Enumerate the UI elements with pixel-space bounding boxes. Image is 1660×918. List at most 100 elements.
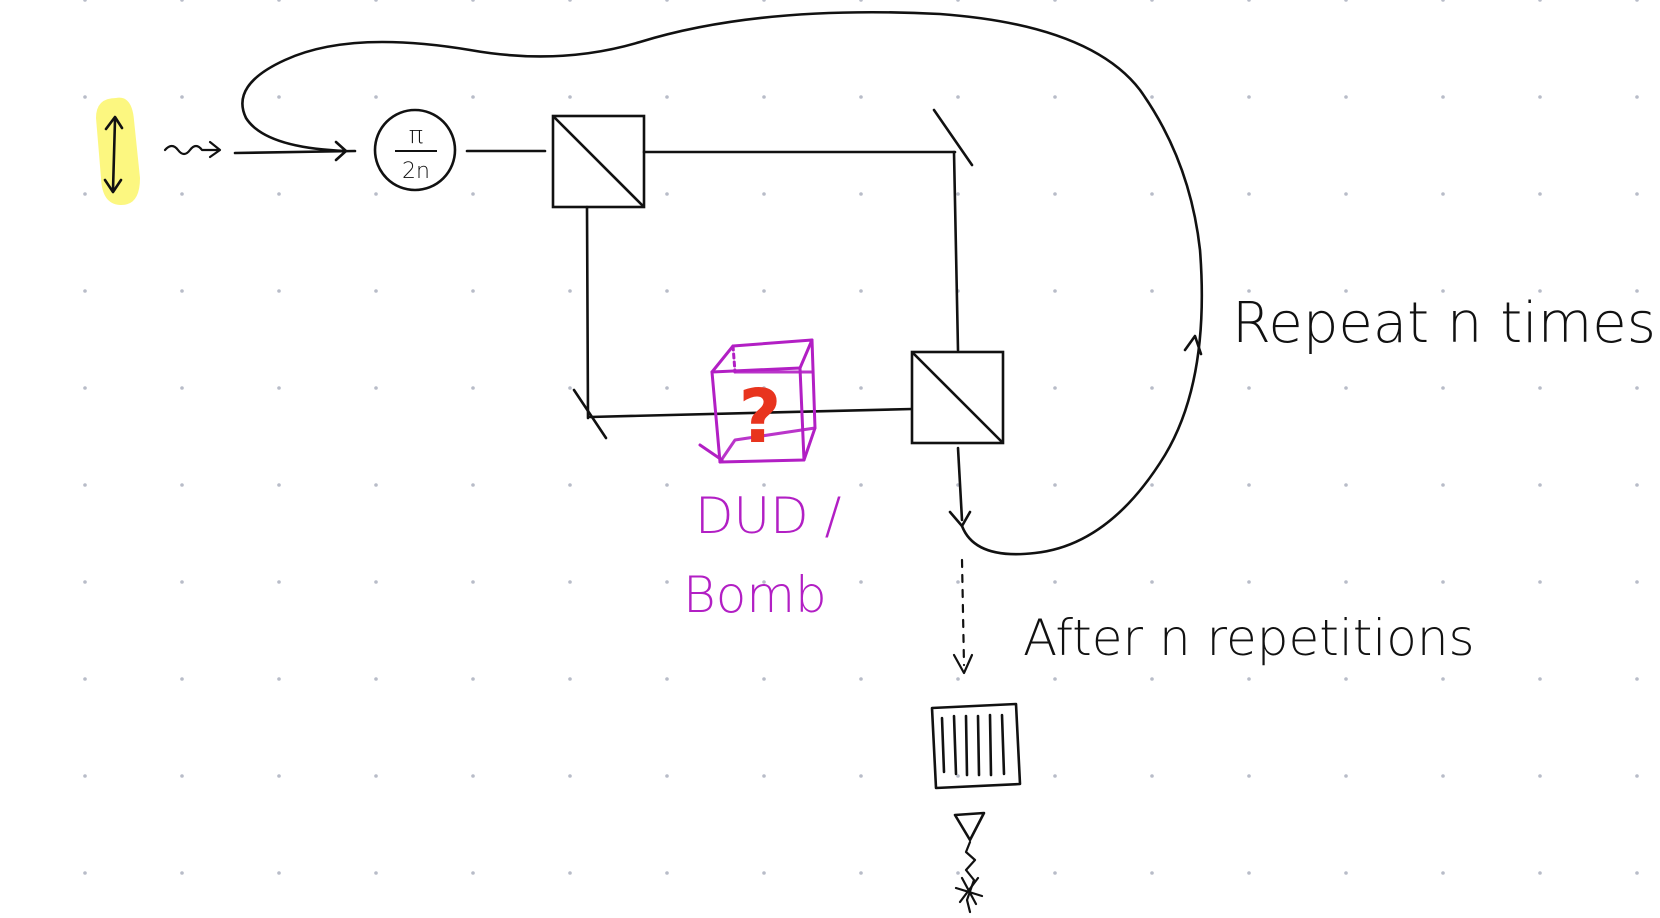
grid-dot — [1441, 95, 1445, 99]
grid-dot — [568, 386, 572, 390]
grid-dot — [956, 0, 960, 2]
grid-dot — [1538, 386, 1542, 390]
grid-dot — [1053, 0, 1057, 2]
grid-dot — [471, 580, 475, 584]
grid-dot — [1441, 483, 1445, 487]
grid-dot — [1150, 483, 1154, 487]
grid-dot — [471, 774, 475, 778]
grid-dot — [1538, 580, 1542, 584]
grid-dot — [1441, 289, 1445, 293]
grid-dot — [1053, 677, 1057, 681]
right-arm-beam — [952, 150, 960, 352]
grid-dot — [859, 192, 863, 196]
grid-dot — [180, 95, 184, 99]
grid-dot — [1344, 289, 1348, 293]
feedback-loop — [241, 10, 1204, 556]
grid-dot — [180, 483, 184, 487]
grid-dot — [568, 677, 572, 681]
grid-dot — [956, 677, 960, 681]
grid-dot — [859, 0, 863, 2]
grid-dot — [665, 95, 669, 99]
grid-dot — [1150, 192, 1154, 196]
grid-dot — [374, 677, 378, 681]
phase-shifter-denominator: 2n — [402, 159, 430, 184]
grid-dot — [1635, 0, 1639, 2]
grid-dot — [1150, 0, 1154, 2]
grid-dot — [859, 580, 863, 584]
grid-dot — [1441, 677, 1445, 681]
grid-dot — [1635, 871, 1639, 875]
grid-dot — [568, 289, 572, 293]
grid-dot — [1635, 289, 1639, 293]
grid-dot — [180, 192, 184, 196]
grid-dot — [471, 289, 475, 293]
grid-dot — [180, 774, 184, 778]
grid-dot — [665, 677, 669, 681]
grid-dot — [277, 871, 281, 875]
grid-dot — [1538, 0, 1542, 2]
grid-dot — [762, 677, 766, 681]
grid-dot — [277, 95, 281, 99]
grid-dot — [1053, 95, 1057, 99]
grid-dot — [762, 0, 766, 2]
dud-label: DUD / — [695, 487, 841, 545]
grid-dot — [1441, 192, 1445, 196]
grid-dot — [1344, 386, 1348, 390]
grid-dot — [665, 192, 669, 196]
beam-splitter-1 — [551, 114, 646, 209]
grid-dot — [1538, 95, 1542, 99]
photon-squiggle-icon — [163, 140, 222, 159]
grid-dot — [277, 580, 281, 584]
output-beam — [956, 446, 964, 522]
grid-dot — [1441, 871, 1445, 875]
grid-dot — [762, 95, 766, 99]
grid-dot — [1247, 95, 1251, 99]
grid-dot — [1538, 871, 1542, 875]
feedback-loop-arrowhead — [1183, 334, 1203, 356]
grid-dot — [374, 386, 378, 390]
grid-dot — [277, 192, 281, 196]
grid-dot — [665, 386, 669, 390]
grid-dot — [762, 192, 766, 196]
grid-dot — [471, 192, 475, 196]
grid-dot — [374, 871, 378, 875]
phase-shifter — [373, 108, 457, 192]
grid-dot — [762, 871, 766, 875]
grid-dot — [1635, 95, 1639, 99]
grid-dot — [1344, 0, 1348, 2]
dot-grid — [83, 0, 1639, 875]
beam-splitter-2 — [910, 350, 1005, 445]
grid-dot — [180, 0, 184, 2]
grid-dot — [374, 192, 378, 196]
grid-dot — [1635, 580, 1639, 584]
grid-dot — [1441, 580, 1445, 584]
mirror-bottom-left — [572, 388, 608, 440]
grid-dot — [568, 0, 572, 2]
grid-dot — [1053, 483, 1057, 487]
polarization-arrow-icon — [103, 115, 124, 194]
grid-dot — [956, 95, 960, 99]
phase-shifter-numerator: π — [409, 121, 423, 149]
grid-dot — [277, 386, 281, 390]
grid-dot — [180, 386, 184, 390]
grid-dot — [471, 0, 475, 2]
output-beam-arrowhead — [948, 510, 972, 528]
grid-dot — [859, 289, 863, 293]
bomb-label: Bomb — [683, 566, 827, 624]
grid-dot — [277, 289, 281, 293]
grid-dot — [277, 677, 281, 681]
bomb-question-mark: ? — [739, 374, 782, 460]
grid-dot — [1344, 871, 1348, 875]
grid-dot — [83, 580, 87, 584]
grid-dot — [83, 192, 87, 196]
grid-dot — [374, 774, 378, 778]
grid-dot — [1150, 386, 1154, 390]
grid-dot — [568, 774, 572, 778]
mirror-top-right — [932, 108, 974, 167]
grid-dot — [1053, 871, 1057, 875]
grid-dot — [471, 386, 475, 390]
grid-dot — [1635, 192, 1639, 196]
grid-dot — [471, 677, 475, 681]
grid-dot — [374, 289, 378, 293]
grid-dot — [1538, 483, 1542, 487]
